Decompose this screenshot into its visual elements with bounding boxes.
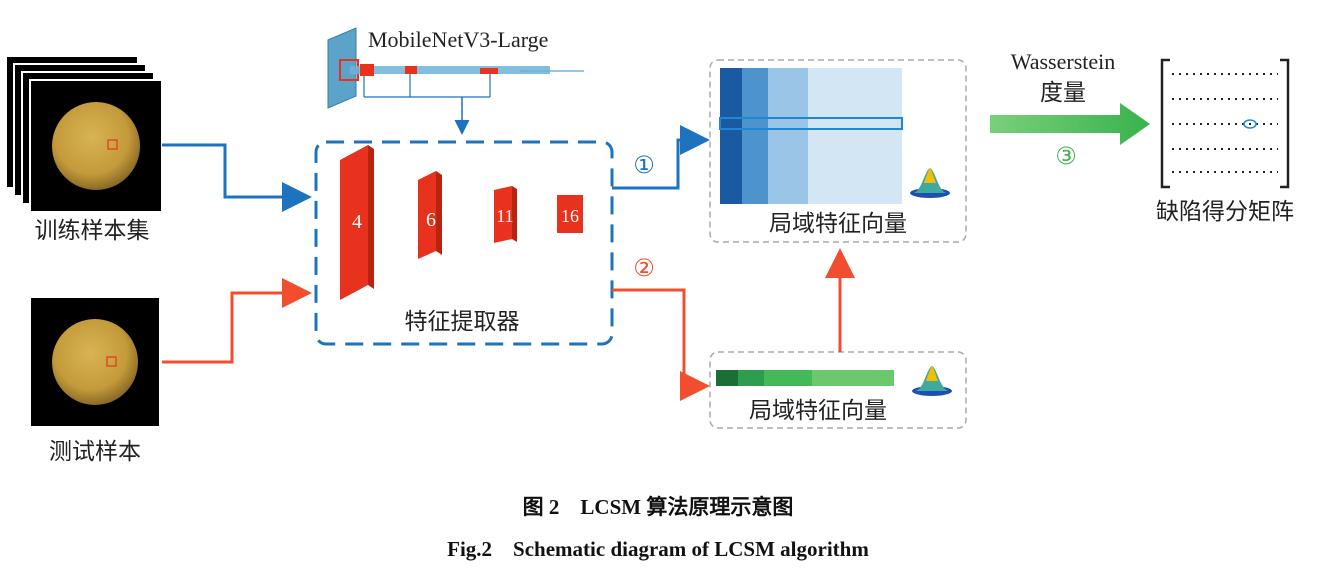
train-to-extractor-arrow xyxy=(162,143,312,212)
matrix-label: 缺陷得分矩阵 xyxy=(1156,199,1294,225)
caption-en: Fig.2 Schematic diagram of LCSM algorith… xyxy=(447,537,869,561)
test-sample-label: 测试样本 xyxy=(49,439,141,465)
extractor-label: 特征提取器 xyxy=(405,309,520,335)
layer-label: 11 xyxy=(496,206,513,226)
test-feature-box xyxy=(709,351,967,429)
gaussian-distribution-icon xyxy=(910,168,950,198)
metric-label: Wasserstein xyxy=(1011,49,1116,74)
test-feature-label: 局域特征向量 xyxy=(749,398,887,424)
extractor-layer-16: 16 xyxy=(557,195,583,233)
wafer-image xyxy=(52,102,140,190)
layer-label: 16 xyxy=(561,206,579,226)
selected-feature-row xyxy=(719,117,903,130)
step-one-marker: ① xyxy=(633,151,655,179)
train-feature-bank xyxy=(719,68,903,204)
extractor-layer-4: 4 xyxy=(340,145,374,300)
test-feature-vector xyxy=(716,370,894,386)
extractor-layer-6: 6 xyxy=(418,171,442,259)
train-feature-label: 局域特征向量 xyxy=(769,211,907,237)
highlighted-score-cell xyxy=(1243,119,1257,129)
training-sample-stack xyxy=(5,55,163,213)
region-marker xyxy=(107,139,118,150)
gaussian-distribution-icon xyxy=(912,366,952,396)
train-feature-box xyxy=(709,59,967,243)
step-two-arrow xyxy=(612,288,710,401)
mobilenet-backbone-icon xyxy=(327,27,584,135)
step-one-arrow xyxy=(612,125,710,190)
region-marker xyxy=(106,356,117,367)
test-to-extractor-arrow xyxy=(162,278,312,364)
caption-cn: 图 2 LCSM 算法原理示意图 xyxy=(523,495,794,519)
layer-label: 6 xyxy=(426,209,436,231)
backbone-label: MobileNetV3-Large xyxy=(368,27,548,52)
extractor-layer-11: 11 xyxy=(494,186,517,243)
wafer-image xyxy=(52,319,138,405)
test-sample xyxy=(29,296,161,428)
defect-score-matrix xyxy=(1160,58,1290,189)
metric-arrow xyxy=(990,103,1150,145)
step-two-marker: ② xyxy=(633,254,655,282)
step-three-marker: ③ xyxy=(1055,142,1077,170)
feature-extractor-box xyxy=(314,140,614,346)
layer-label: 4 xyxy=(352,211,362,233)
train-set-label: 训练样本集 xyxy=(35,218,150,244)
metric-label-cn: 度量 xyxy=(1040,80,1086,106)
